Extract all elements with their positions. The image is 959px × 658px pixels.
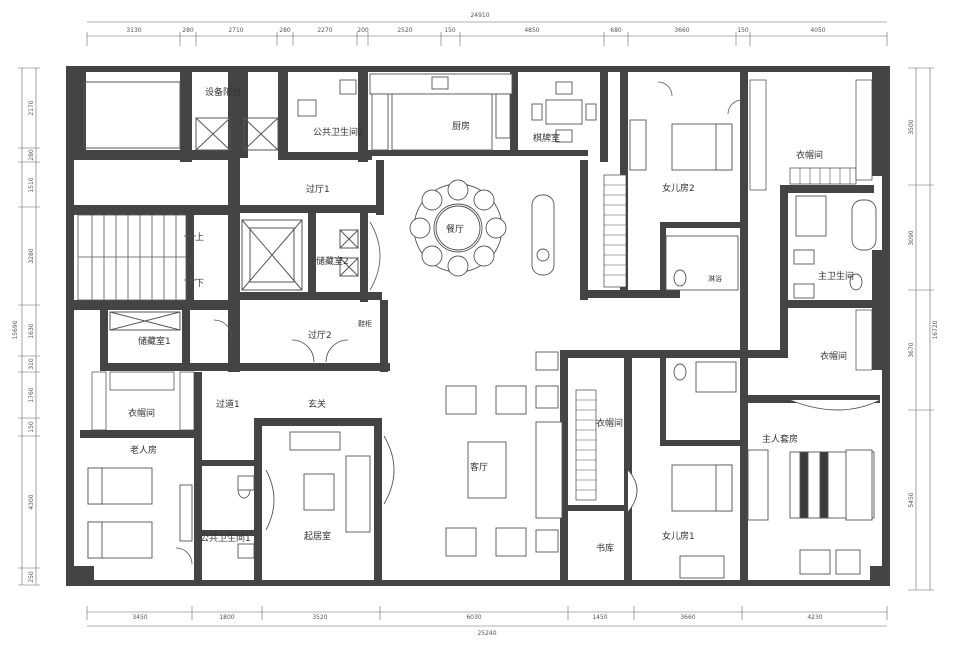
label-master-suite: 主人套房 <box>762 433 798 445</box>
label-shoe-cabinet: 鞋柜 <box>358 319 372 328</box>
chess-table <box>531 81 597 143</box>
dim-bottom-1: 1800 <box>219 614 234 621</box>
dim-top-4: 2270 <box>317 27 332 34</box>
dim-bottom-5: 3660 <box>680 614 695 621</box>
dim-left-8: 4300 <box>28 494 35 509</box>
label-study: 书库 <box>596 542 614 554</box>
label-master-bath: 主卫生间 <box>818 270 854 282</box>
dim-top-10: 3660 <box>674 27 689 34</box>
dim-bottom-4: 1450 <box>592 614 607 621</box>
label-sitting-room: 起居室 <box>304 530 331 542</box>
elevator-shafts <box>83 81 359 331</box>
exterior-walls <box>66 66 890 586</box>
label-kitchen: 厨房 <box>452 120 470 132</box>
dim-right-total: 16720 <box>932 320 939 339</box>
doors <box>175 81 743 565</box>
label-cloakroom-top-right: 衣帽间 <box>796 149 823 161</box>
staircase <box>77 214 196 301</box>
label-dining: 餐厅 <box>446 223 464 235</box>
dim-left-9: 250 <box>28 571 35 583</box>
label-entrance: 玄关 <box>308 398 326 410</box>
elderly-room-beds <box>87 467 193 559</box>
dim-left-2: 1510 <box>28 177 35 192</box>
dining-table <box>409 179 555 277</box>
label-cloakroom-right: 衣帽间 <box>820 350 847 362</box>
dim-top-2: 2710 <box>228 27 243 34</box>
wardrobe-hatching <box>576 168 851 491</box>
dim-top-8: 4850 <box>524 27 539 34</box>
master-bedroom-furniture <box>747 399 881 575</box>
daughter-room-beds <box>627 119 733 579</box>
label-daughter-room-1: 女儿房1 <box>662 530 695 542</box>
interior-walls <box>74 72 880 586</box>
label-elderly-room: 老人房 <box>130 444 157 456</box>
label-shower: 淋浴 <box>708 274 722 283</box>
dimension-lines <box>18 21 934 627</box>
label-public-bath-2: 公共卫生间2 <box>313 126 364 138</box>
wardrobes <box>91 79 873 501</box>
dim-left-1: 280 <box>28 149 35 161</box>
dim-top-12: 4050 <box>810 27 825 34</box>
dim-top-6: 2520 <box>397 27 412 34</box>
dim-left-6: 1760 <box>28 387 35 402</box>
dim-top-7: 150 <box>444 27 456 34</box>
dim-bottom-total: 25240 <box>477 630 496 637</box>
dim-right-3: 5450 <box>908 492 915 507</box>
label-cloakroom-mid: 衣帽间 <box>596 417 623 429</box>
dim-top-total: 24910 <box>470 12 489 19</box>
dim-top-0: 3130 <box>126 27 141 34</box>
dim-left-7: 150 <box>28 421 35 433</box>
dim-left-5: 310 <box>28 358 35 370</box>
dim-top-1: 280 <box>182 27 194 34</box>
label-public-bath-1: 公共卫生间1 <box>200 532 251 544</box>
dim-right-segments: 3500 3090 3670 5450 <box>908 119 915 507</box>
label-equipment-balcony: 设备阳台 <box>205 86 241 98</box>
dim-bottom-3: 6030 <box>466 614 481 621</box>
stair-down-label: 下 <box>195 279 204 289</box>
dim-bottom-6: 4230 <box>807 614 822 621</box>
dim-top-3: 280 <box>279 27 291 34</box>
kitchen-fixtures <box>369 73 513 151</box>
dim-top-11: 150 <box>737 27 749 34</box>
label-cloakroom-left: 衣帽间 <box>128 407 155 419</box>
bathroom-fixtures <box>237 79 877 559</box>
label-hall-1: 过厅1 <box>306 183 330 195</box>
dim-bottom-0: 3450 <box>132 614 147 621</box>
dim-top-5: 200 <box>357 27 369 34</box>
label-hall-2: 过厅2 <box>308 329 332 341</box>
dim-top-segments: 3130 280 2710 280 2270 200 2520 150 4850… <box>126 27 825 34</box>
label-storage-1: 储藏室1 <box>138 335 171 347</box>
label-storage-2: 储藏室2 <box>316 255 349 267</box>
label-living-room: 客厅 <box>470 461 488 473</box>
dim-bottom-segments: 3450 1800 3520 6030 1450 3660 4230 <box>132 614 822 621</box>
dim-left-0: 2170 <box>28 100 35 115</box>
living-furniture <box>383 351 563 557</box>
label-corridor-1: 过道1 <box>216 398 240 410</box>
sitting-room-furniture <box>265 431 371 533</box>
dim-left-3: 3280 <box>28 248 35 263</box>
dim-right-2: 3670 <box>908 342 915 357</box>
room-labels: 设备阳台 公共卫生间2 厨房 棋牌室 女儿房2 衣帽间 过厅1 餐厅 储藏室2 … <box>128 86 854 554</box>
label-daughter-room-2: 女儿房2 <box>662 182 695 194</box>
dim-top-9: 680 <box>610 27 622 34</box>
dim-right-1: 3090 <box>908 230 915 245</box>
stair-up-label: 上 <box>195 232 204 243</box>
dim-left-4: 1630 <box>28 323 35 338</box>
dim-left-segments: 2170 280 1510 3280 1630 310 1760 150 430… <box>28 100 35 583</box>
dim-left-total: 15690 <box>12 320 19 339</box>
dim-bottom-2: 3520 <box>312 614 327 621</box>
dim-right-0: 3500 <box>908 119 915 134</box>
label-chess-room: 棋牌室 <box>533 132 560 144</box>
